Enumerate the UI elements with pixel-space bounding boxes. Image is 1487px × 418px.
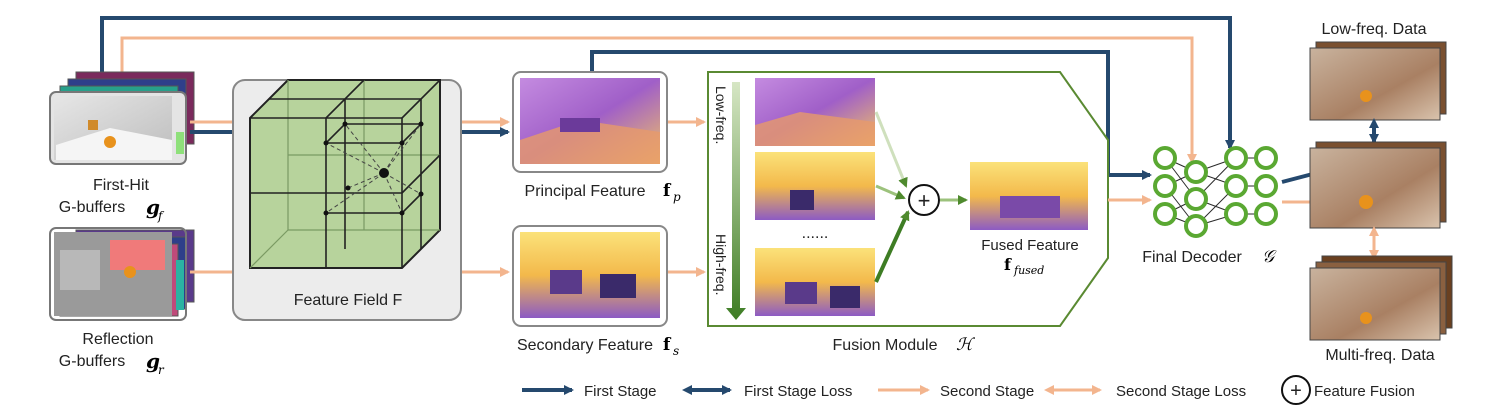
first-hit-sub: f bbox=[157, 209, 165, 223]
fusion-module-label: Fusion Module bbox=[833, 337, 938, 354]
high-freq-label: High-freq. bbox=[713, 234, 729, 295]
low-freq-label: Low-freq. bbox=[713, 86, 729, 144]
fusion-module-symbol: ℋ bbox=[956, 335, 976, 355]
secondary-symbol: f bbox=[663, 335, 672, 355]
first-hit-label-2: G-buffers bbox=[59, 199, 125, 216]
principal-symbol: f bbox=[663, 181, 672, 201]
first-hit-symbol: g bbox=[146, 195, 160, 219]
decoder-symbol: 𝒢 bbox=[1262, 247, 1277, 267]
multi-freq-data-label: Multi-freq. Data bbox=[1325, 347, 1434, 364]
main-output-stack bbox=[1309, 141, 1447, 229]
first-hit-label: First-Hit bbox=[93, 177, 150, 194]
fusion-thumb-high bbox=[755, 248, 875, 316]
fusion-ellipsis: ...... bbox=[802, 225, 829, 242]
second-stage-arrow-top bbox=[120, 36, 1197, 164]
legend-second-stage-loss: Second Stage Loss bbox=[1116, 383, 1246, 400]
legend-first-stage-loss: First Stage Loss bbox=[744, 383, 852, 400]
fusion-thumb-low bbox=[755, 78, 875, 146]
fusion-arrow-high bbox=[874, 210, 910, 283]
low-freq-output-stack bbox=[1309, 41, 1447, 121]
secondary-sub: s bbox=[673, 344, 679, 358]
secondary-label: Secondary Feature bbox=[517, 337, 653, 354]
legend-feature-fusion: Feature Fusion bbox=[1314, 383, 1415, 400]
fusion-arrow-mid bbox=[875, 184, 906, 200]
legend-plus-circle bbox=[1281, 375, 1311, 405]
principal-label: Principal Feature bbox=[525, 183, 646, 200]
fused-sub: fused bbox=[1013, 264, 1044, 277]
fusion-plus-icon: + bbox=[918, 188, 931, 213]
feature-field-label: Feature Field F bbox=[294, 292, 403, 309]
legend-first-stage: First Stage bbox=[584, 383, 657, 400]
fused-feature-thumb bbox=[970, 162, 1088, 230]
reflection-label-2: G-buffers bbox=[59, 353, 125, 370]
feature-field-box bbox=[232, 79, 462, 321]
reflection-symbol: g bbox=[146, 349, 160, 373]
first-hit-gbuffer-stack bbox=[49, 71, 195, 165]
decoder-label: Final Decoder bbox=[1142, 249, 1242, 266]
decoder-network bbox=[1164, 157, 1266, 227]
legend: First Stage First Stage Loss Second Stag… bbox=[522, 375, 1415, 405]
first-stage-arrow-principal bbox=[590, 50, 1152, 180]
legend-plus-icon: + bbox=[1290, 380, 1302, 402]
reflection-gbuffer-stack bbox=[49, 227, 195, 321]
principal-sub: p bbox=[673, 190, 681, 204]
decoder-nodes bbox=[1153, 146, 1278, 238]
fused-symbol: f bbox=[1004, 255, 1012, 274]
reflection-label: Reflection bbox=[82, 331, 153, 348]
fused-feature-label: Fused Feature bbox=[981, 237, 1079, 254]
frequency-arrow bbox=[726, 82, 746, 320]
fusion-thumb-mid bbox=[755, 152, 875, 220]
multi-freq-output-stack bbox=[1309, 255, 1453, 341]
fusion-plus-circle bbox=[908, 184, 940, 216]
fusion-arrow-low bbox=[874, 111, 908, 188]
principal-feature-box bbox=[512, 71, 668, 173]
first-stage-arrow-top bbox=[100, 16, 1235, 150]
low-freq-data-label: Low-freq. Data bbox=[1322, 21, 1427, 38]
secondary-feature-box bbox=[512, 225, 668, 327]
legend-second-stage: Second Stage bbox=[940, 383, 1034, 400]
reflection-sub: r bbox=[158, 363, 165, 377]
